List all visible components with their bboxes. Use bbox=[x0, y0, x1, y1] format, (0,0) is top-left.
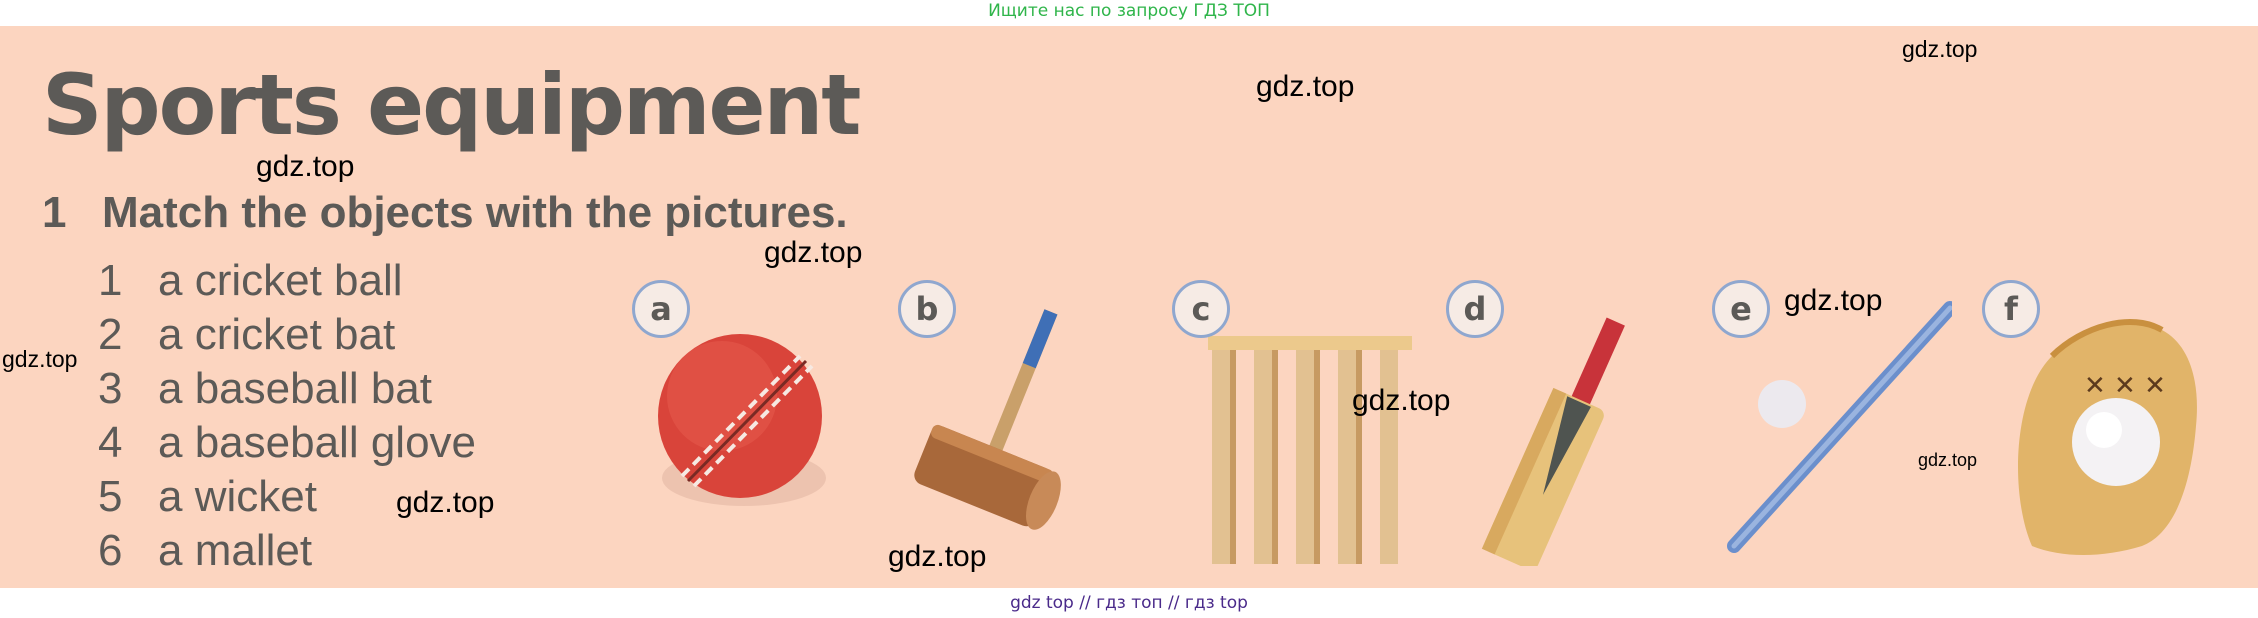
picture-c: c bbox=[1172, 246, 1412, 566]
exercise-instruction: 1 Match the objects with the pictures. bbox=[42, 188, 848, 238]
list-item: 4 a baseball glove bbox=[98, 416, 476, 470]
watermark: gdz.top bbox=[1352, 384, 1451, 417]
watermark: gdz.top bbox=[1784, 284, 1883, 317]
item-text: a baseball bat bbox=[158, 364, 432, 413]
picture-e: e bbox=[1712, 246, 1952, 566]
item-number: 3 bbox=[98, 364, 123, 413]
list-item: 1 a cricket ball bbox=[98, 254, 476, 308]
item-text: a baseball glove bbox=[158, 418, 477, 467]
svg-text:✕ ✕ ✕: ✕ ✕ ✕ bbox=[2084, 371, 2166, 401]
item-text: a mallet bbox=[158, 526, 313, 575]
bottom-banner[interactable]: gdz top // гдз топ // гдз top bbox=[1010, 593, 1248, 613]
exercise-text: Match the objects with the pictures. bbox=[102, 188, 848, 237]
picture-label: c bbox=[1172, 280, 1230, 338]
picture-label: a bbox=[632, 280, 690, 338]
baseball-bat-icon bbox=[1727, 301, 1952, 553]
item-text: a cricket bat bbox=[158, 310, 396, 359]
watermark: gdz.top bbox=[1256, 70, 1355, 103]
exercise-number: 1 bbox=[42, 188, 67, 237]
cricket-bat-icon bbox=[1481, 317, 1625, 566]
item-number: 2 bbox=[98, 310, 123, 359]
picture-label: d bbox=[1446, 280, 1504, 338]
item-text: a cricket ball bbox=[158, 256, 403, 305]
watermark: gdz.top bbox=[764, 236, 863, 269]
baseball-glove-icon: ✕ ✕ ✕ bbox=[2018, 319, 2197, 555]
watermark: gdz.top bbox=[1902, 36, 1978, 62]
item-text: a wicket bbox=[158, 472, 317, 521]
watermark: gdz.top bbox=[2, 346, 78, 372]
picture-d: d bbox=[1446, 246, 1686, 566]
picture-b: b bbox=[898, 246, 1138, 566]
picture-label: b bbox=[898, 280, 956, 338]
list-item: 6 a mallet bbox=[98, 524, 476, 578]
list-item: 2 a cricket bat bbox=[98, 308, 476, 362]
page-title: Sports equipment bbox=[42, 56, 861, 154]
item-number: 6 bbox=[98, 526, 123, 575]
watermark: gdz.top bbox=[396, 486, 495, 519]
item-number: 4 bbox=[98, 418, 123, 467]
cricket-ball-icon bbox=[658, 334, 826, 506]
list-item: 5 a wicket bbox=[98, 470, 476, 524]
top-banner[interactable]: Ищите нас по запросу ГДЗ ТОП bbox=[988, 1, 1270, 21]
picture-label: e bbox=[1712, 280, 1770, 338]
watermark: gdz.top bbox=[256, 150, 355, 183]
watermark: gdz.top bbox=[1918, 450, 1978, 470]
wicket-icon bbox=[1208, 336, 1412, 564]
picture-a: a bbox=[632, 246, 872, 566]
item-number: 1 bbox=[98, 256, 123, 305]
picture-f: ✕ ✕ ✕ f bbox=[1982, 246, 2222, 566]
mallet-icon bbox=[914, 309, 1061, 530]
item-list: 1 a cricket ball 2 a cricket bat 3 a baseba… bbox=[98, 254, 476, 578]
item-number: 5 bbox=[98, 472, 123, 521]
watermark: gdz.top bbox=[888, 540, 987, 573]
picture-label: f bbox=[1982, 280, 2040, 338]
list-item: 3 a baseball bat bbox=[98, 362, 476, 416]
textbook-page: Sports equipment 1 Match the objects with… bbox=[0, 26, 2258, 588]
